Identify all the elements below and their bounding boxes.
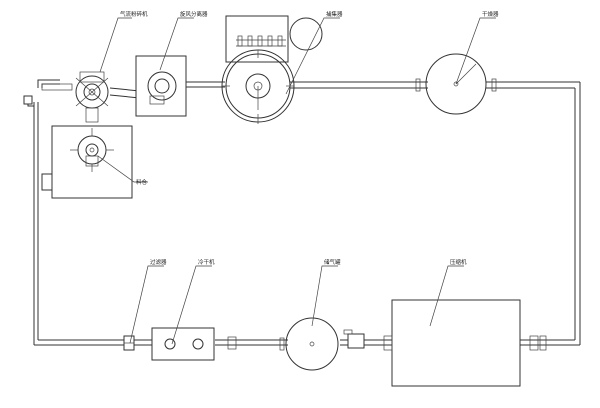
label-gas-flow-crusher: 气流粉碎机 xyxy=(120,10,148,18)
label-gas-tank: 储气罐 xyxy=(324,258,341,266)
label-compressor: 压缩机 xyxy=(450,258,467,266)
labels: 气流粉碎机 旋风分离器 捕集器 干燥器 料仓 过滤器 冷干机 储气罐 压缩机 xyxy=(120,10,499,266)
dryer-tank xyxy=(415,53,497,115)
label-main-cyclone: 干燥器 xyxy=(482,10,499,18)
gas-flow-crusher xyxy=(41,71,109,123)
compressor xyxy=(383,299,547,387)
gas-storage-tank xyxy=(279,317,365,371)
label-raw-material: 料仓 xyxy=(136,178,148,186)
cyclone-separator xyxy=(135,55,187,117)
label-cold-dryer: 冷干机 xyxy=(198,258,215,266)
raw-material-bin xyxy=(41,125,133,199)
label-collector: 捕集器 xyxy=(326,10,343,18)
cold-dryer xyxy=(151,327,237,361)
collector-vessel xyxy=(221,15,323,124)
filter xyxy=(123,335,135,351)
label-cyclone-separator: 旋风分离器 xyxy=(180,10,208,18)
leader-lines xyxy=(97,17,496,345)
label-filter: 过滤器 xyxy=(150,258,167,266)
